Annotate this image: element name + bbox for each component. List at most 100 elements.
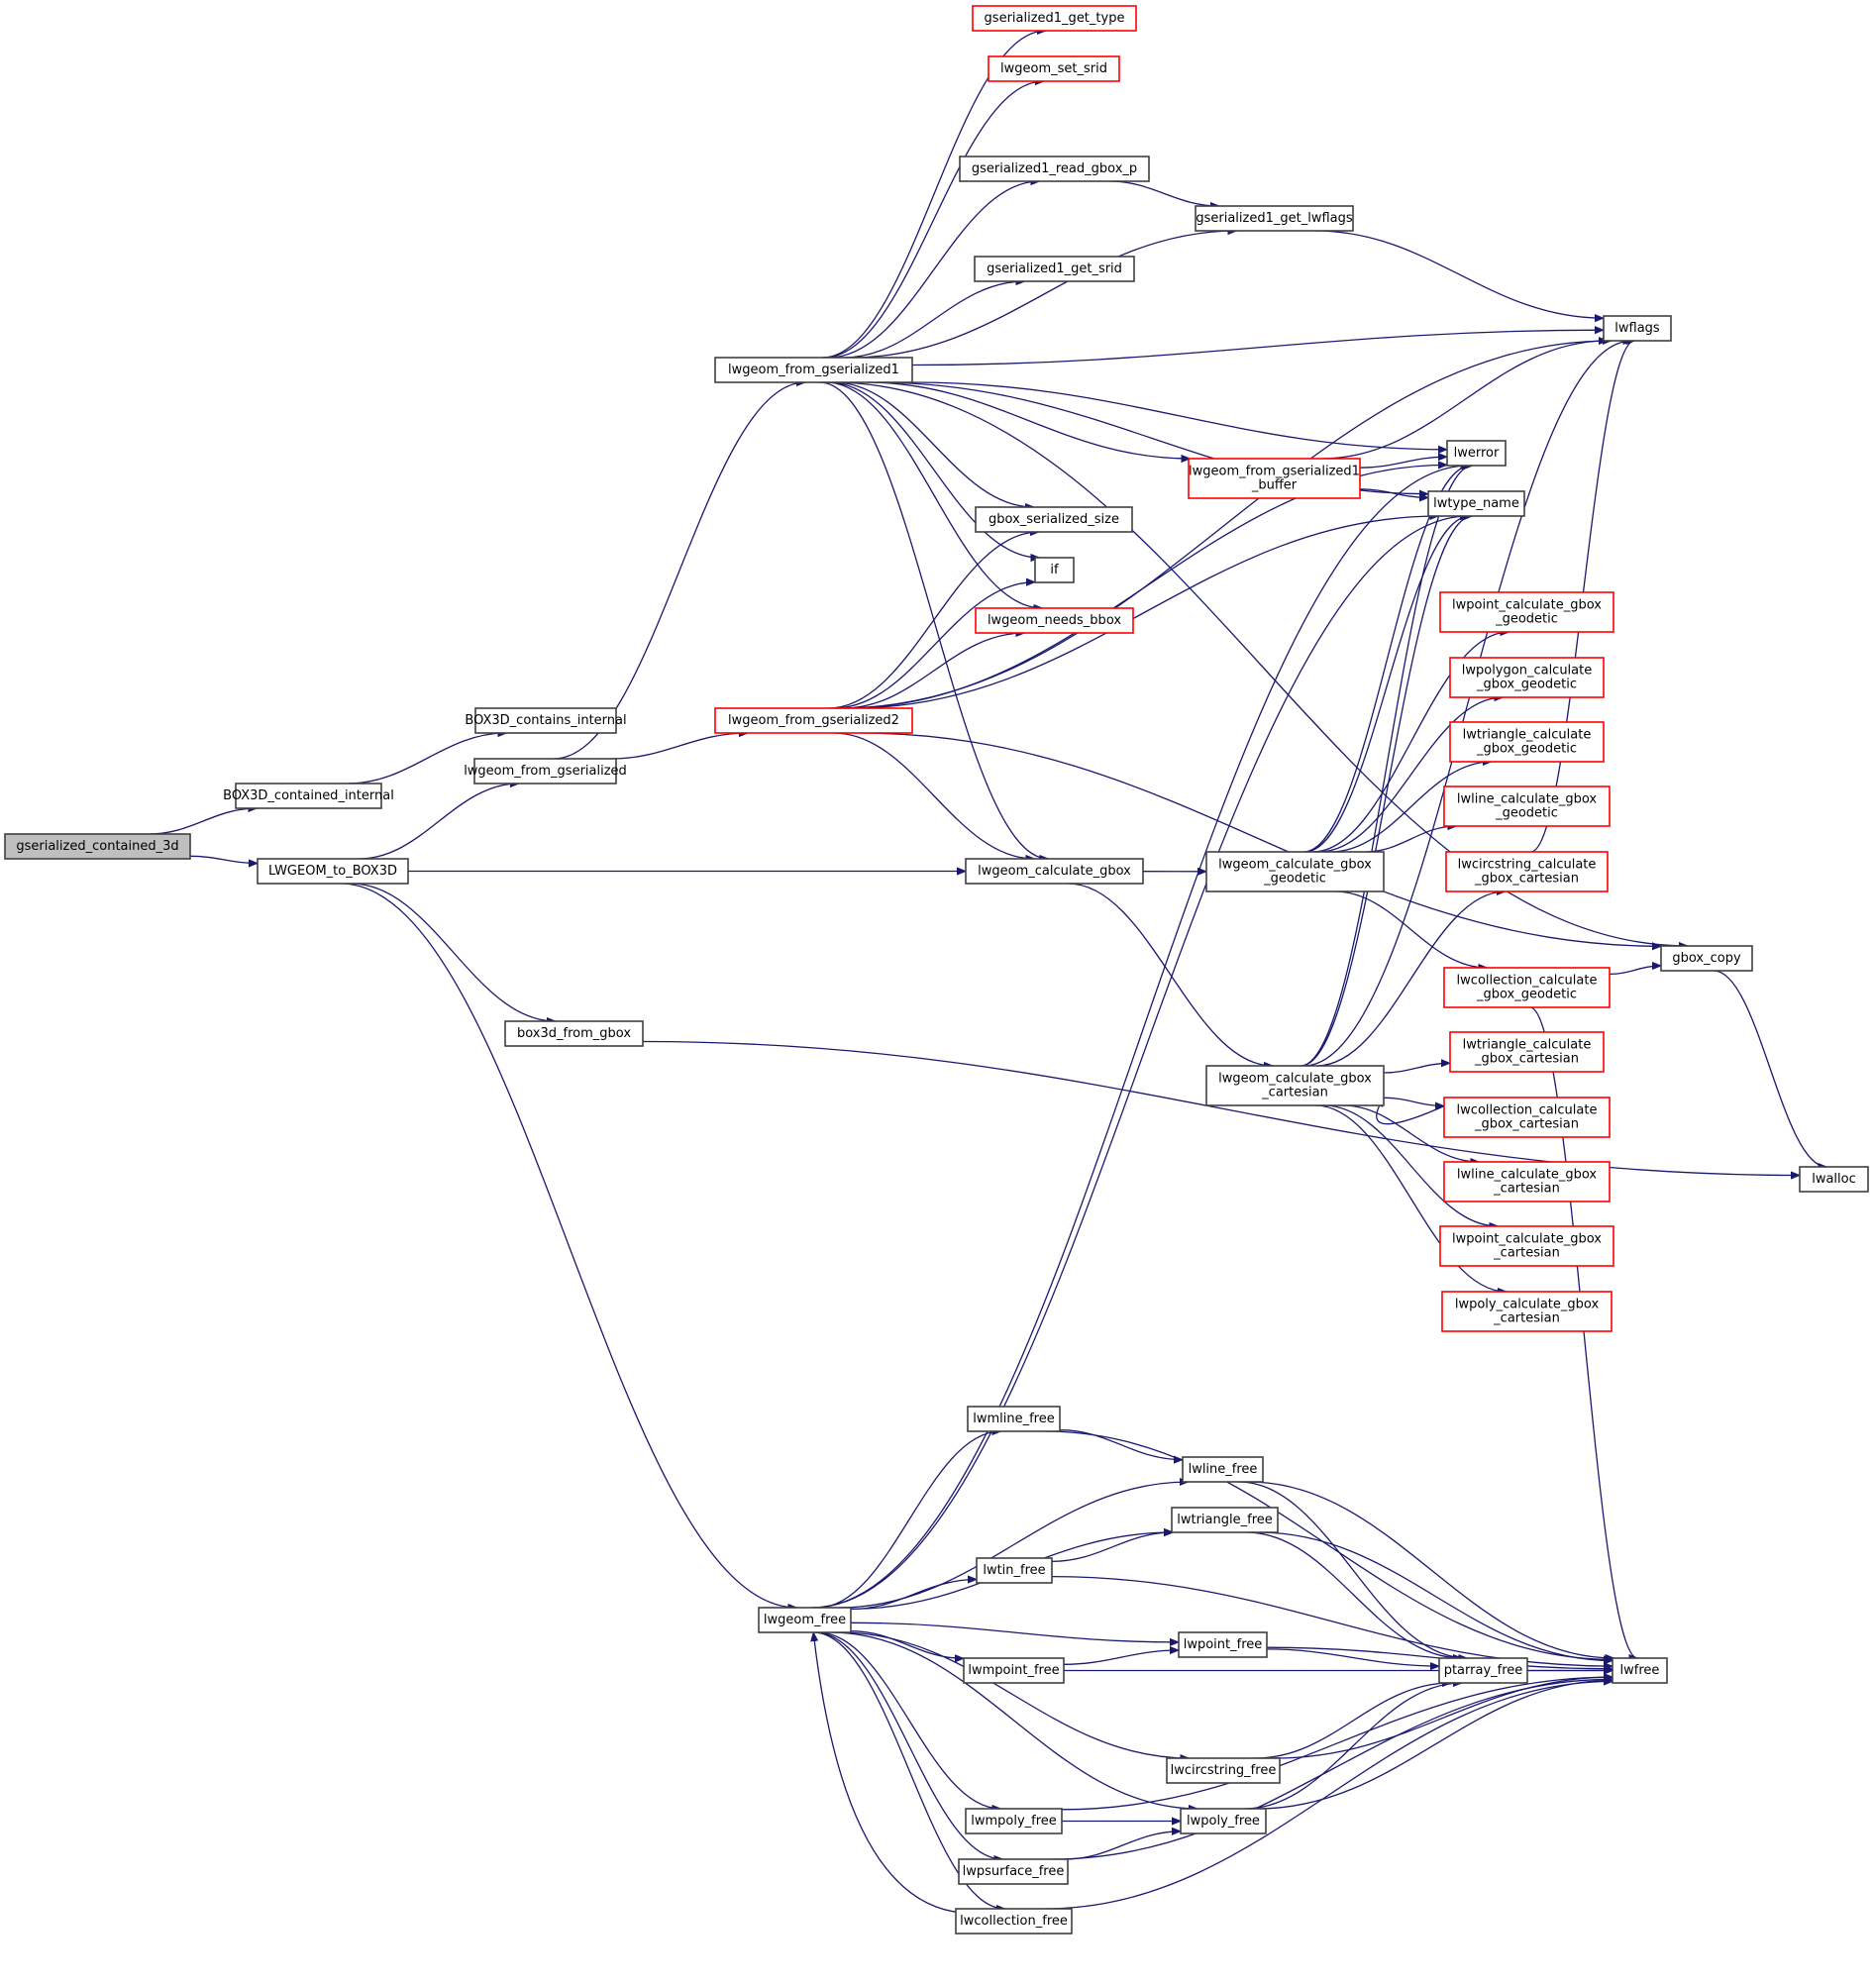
- node-box[interactable]: [235, 783, 382, 809]
- node-box[interactable]: [1449, 1031, 1605, 1073]
- node-lwgeom-needs-bbox[interactable]: lwgeom_needs_bbox: [975, 607, 1134, 634]
- node-lwpoly-free[interactable]: lwpoly_free: [1180, 1808, 1267, 1834]
- node-lwalloc[interactable]: lwalloc: [1799, 1166, 1869, 1193]
- node-gserialized1-get-type[interactable]: gserialized1_get_type: [972, 5, 1137, 32]
- node-lwgeom-free[interactable]: lwgeom_free: [758, 1607, 852, 1633]
- node-lwgeom-from-gserialized1[interactable]: lwgeom_from_gserialized1: [714, 357, 913, 383]
- node-lwcollection-free[interactable]: lwcollection_free: [955, 1908, 1073, 1935]
- node-lwpoint-calculate-gbox-cartesian[interactable]: lwpoint_calculate_gbox_cartesian: [1439, 1225, 1614, 1267]
- node-box[interactable]: [1180, 1808, 1267, 1834]
- node-gbox-copy[interactable]: gbox_copy: [1660, 945, 1753, 972]
- node-lwmpoly-free[interactable]: lwmpoly_free: [965, 1808, 1063, 1834]
- node-lwpoly-calculate-gbox-cartesian[interactable]: lwpoly_calculate_gbox_cartesian: [1441, 1291, 1613, 1332]
- node-box[interactable]: [1443, 967, 1611, 1008]
- node-lwfree[interactable]: lwfree: [1612, 1657, 1668, 1684]
- node-lwgeom-from-gserialized2[interactable]: lwgeom_from_gserialized2: [714, 707, 913, 734]
- node-lwgeom-calculate-gbox-cartesian[interactable]: lwgeom_calculate_gbox_cartesian: [1205, 1065, 1385, 1106]
- node-lwgeom-to-box3d[interactable]: LWGEOM_to_BOX3D: [257, 858, 409, 885]
- node-box[interactable]: [963, 1657, 1065, 1684]
- node-box[interactable]: [958, 1858, 1069, 1885]
- node-lwmpoint-free[interactable]: lwmpoint_free: [963, 1657, 1065, 1684]
- node-box[interactable]: [714, 707, 913, 734]
- node-box[interactable]: [1612, 1657, 1668, 1684]
- node-lwgeom-from-gserialized1-buffer[interactable]: lwgeom_from_gserialized1_buffer: [1188, 458, 1361, 499]
- node-box[interactable]: [965, 858, 1144, 885]
- node-lwtin-free[interactable]: lwtin_free: [976, 1557, 1053, 1584]
- node-lwcircstring-free[interactable]: lwcircstring_free: [1166, 1757, 1281, 1784]
- node-box[interactable]: [1427, 490, 1525, 517]
- node-box[interactable]: [975, 506, 1133, 533]
- node-box[interactable]: [1439, 1225, 1614, 1267]
- node-box[interactable]: [955, 1908, 1073, 1935]
- node-box[interactable]: [1443, 785, 1611, 827]
- node-box[interactable]: [974, 256, 1135, 282]
- node-gserialized-contained-3d[interactable]: gserialized_contained_3d: [4, 833, 191, 860]
- node-lwgeom-calculate-gbox-geodetic[interactable]: lwgeom_calculate_gbox_geodetic: [1205, 851, 1385, 892]
- node-lwflags[interactable]: lwflags: [1603, 315, 1672, 342]
- node-box[interactable]: [758, 1607, 852, 1633]
- node-box[interactable]: [1799, 1166, 1869, 1193]
- node-lwtriangle-calculate-gbox-cartesian[interactable]: lwtriangle_calculate_gbox_cartesian: [1449, 1031, 1605, 1073]
- node-box[interactable]: [1166, 1757, 1281, 1784]
- node-box[interactable]: [1439, 591, 1614, 633]
- node-lwtriangle-calculate-gbox-geodetic[interactable]: lwtriangle_calculate_gbox_geodetic: [1449, 721, 1605, 763]
- node-lwline-calculate-gbox-cartesian[interactable]: lwline_calculate_gbox_cartesian: [1443, 1161, 1611, 1203]
- node-box[interactable]: [1660, 945, 1753, 972]
- node-ptarray-free[interactable]: ptarray_free: [1438, 1657, 1528, 1684]
- node-box[interactable]: [1438, 1657, 1528, 1684]
- node-box[interactable]: [1178, 1631, 1268, 1658]
- node-lwcollection-calculate-gbox-cartesian[interactable]: lwcollection_calculate_gbox_cartesian: [1443, 1097, 1611, 1138]
- node-gserialized1-get-lwflags[interactable]: gserialized1_get_lwflags: [1195, 205, 1354, 232]
- node-gserialized1-get-srid[interactable]: gserialized1_get_srid: [974, 256, 1135, 282]
- node-box[interactable]: [1205, 1065, 1385, 1106]
- node-box[interactable]: [4, 833, 191, 860]
- node-box[interactable]: [1446, 440, 1507, 467]
- node-box[interactable]: [1195, 205, 1354, 232]
- node-lwgeom-set-srid[interactable]: lwgeom_set_srid: [988, 55, 1120, 82]
- node-gserialized1-read-gbox-p[interactable]: gserialized1_read_gbox_p: [959, 156, 1150, 182]
- node-lwcircstring-calculate-gbox-cartesian[interactable]: lwcircstring_calculate_gbox_cartesian: [1445, 851, 1609, 892]
- node-box[interactable]: [1445, 851, 1609, 892]
- node-if[interactable]: if: [1034, 557, 1075, 583]
- node-box[interactable]: [1443, 1097, 1611, 1138]
- node-box3d-contains-internal[interactable]: BOX3D_contains_internal: [465, 707, 627, 734]
- node-box[interactable]: [1034, 557, 1075, 583]
- node-lwpolygon-calculate-gbox-geodetic[interactable]: lwpolygon_calculate_gbox_geodetic: [1449, 657, 1605, 698]
- node-box[interactable]: [959, 156, 1150, 182]
- node-box[interactable]: [504, 1020, 644, 1047]
- node-lwmline-free[interactable]: lwmline_free: [967, 1406, 1061, 1432]
- node-box[interactable]: [1603, 315, 1672, 342]
- node-box[interactable]: [714, 357, 913, 383]
- node-lwline-calculate-gbox-geodetic[interactable]: lwline_calculate_gbox_geodetic: [1443, 785, 1611, 827]
- node-box[interactable]: [1171, 1507, 1279, 1533]
- node-box[interactable]: [1449, 657, 1605, 698]
- node-gbox-serialized-size[interactable]: gbox_serialized_size: [975, 506, 1133, 533]
- node-box[interactable]: [975, 607, 1134, 634]
- node-box[interactable]: [257, 858, 409, 885]
- node-lwgeom-calculate-gbox[interactable]: lwgeom_calculate_gbox: [965, 858, 1144, 885]
- node-lwpsurface-free[interactable]: lwpsurface_free: [958, 1858, 1069, 1885]
- node-box3d-contained-internal[interactable]: BOX3D_contained_internal: [223, 783, 394, 809]
- node-lwerror[interactable]: lwerror: [1446, 440, 1507, 467]
- node-box[interactable]: [988, 55, 1120, 82]
- node-box[interactable]: [967, 1406, 1061, 1432]
- node-lwpoint-free[interactable]: lwpoint_free: [1178, 1631, 1268, 1658]
- node-box[interactable]: [1188, 458, 1361, 499]
- node-box[interactable]: [976, 1557, 1053, 1584]
- node-lwtype-name[interactable]: lwtype_name: [1427, 490, 1525, 517]
- node-lwtriangle-free[interactable]: lwtriangle_free: [1171, 1507, 1279, 1533]
- node-box[interactable]: [1449, 721, 1605, 763]
- node-box[interactable]: [474, 707, 617, 734]
- node-box[interactable]: [1441, 1291, 1613, 1332]
- node-box[interactable]: [972, 5, 1137, 32]
- node-lwpoint-calculate-gbox-geodetic[interactable]: lwpoint_calculate_gbox_geodetic: [1439, 591, 1614, 633]
- node-box[interactable]: [1443, 1161, 1611, 1203]
- node-box[interactable]: [1182, 1456, 1264, 1483]
- node-lwgeom-from-gserialized[interactable]: lwgeom_from_gserialized: [464, 758, 627, 785]
- node-box[interactable]: [1205, 851, 1385, 892]
- node-box[interactable]: [473, 758, 617, 785]
- node-box3d-from-gbox[interactable]: box3d_from_gbox: [504, 1020, 644, 1047]
- node-lwcollection-calculate-gbox-geodetic[interactable]: lwcollection_calculate_gbox_geodetic: [1443, 967, 1611, 1008]
- node-lwline-free[interactable]: lwline_free: [1182, 1456, 1264, 1483]
- node-box[interactable]: [965, 1808, 1063, 1834]
